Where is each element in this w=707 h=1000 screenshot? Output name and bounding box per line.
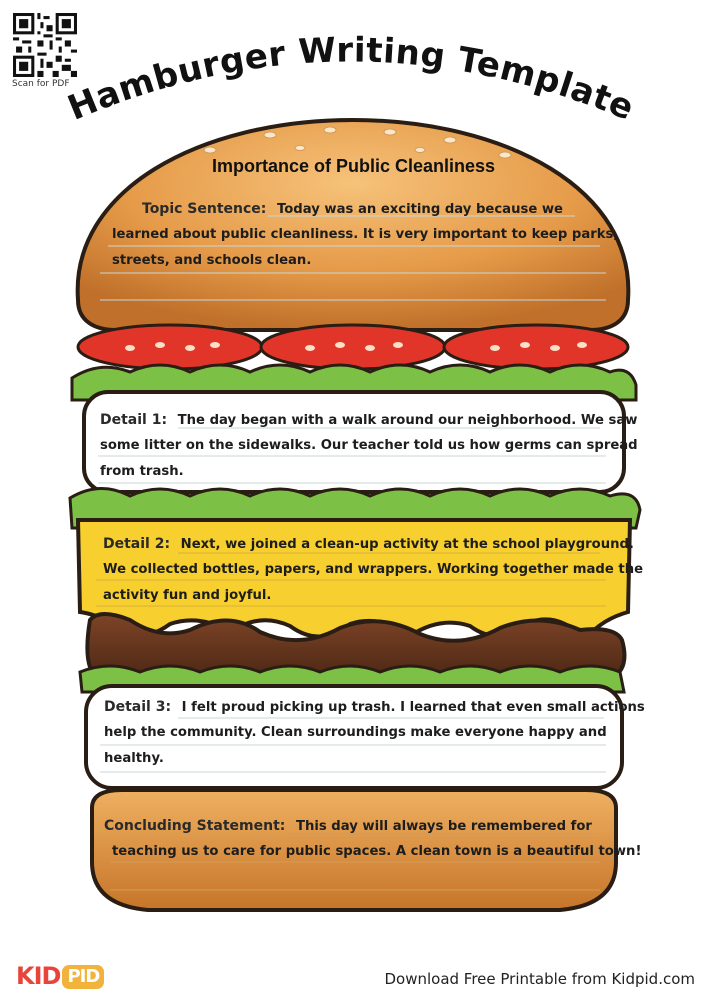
topic-line-3: streets, and schools clean. <box>112 253 312 268</box>
topic-line-1: Today was an exciting day because we <box>277 202 563 217</box>
detail-3-label: Detail 3: <box>104 699 172 715</box>
detail-1-line-3: from trash. <box>100 464 184 479</box>
detail-1-line-1: The day began with a walk around our nei… <box>177 413 638 428</box>
burger-patty <box>85 612 627 680</box>
detail-2-label: Detail 2: <box>103 536 171 552</box>
topic-line-2: learned about public cleanliness. It is … <box>112 227 619 242</box>
topic-sentence-block: Topic Sentence: Today was an exciting da… <box>108 196 618 274</box>
logo-kid: KID <box>16 962 61 990</box>
conclusion-line-2: teaching us to care for public spaces. A… <box>112 844 642 859</box>
detail-2-line-1: Next, we joined a clean-up activity at t… <box>180 537 634 552</box>
topic-heading: Importance of Public Cleanliness <box>211 156 496 176</box>
conclusion-block: Concluding Statement: This day will alwa… <box>104 813 642 865</box>
detail-2-line-3: activity fun and joyful. <box>103 588 272 603</box>
detail-2-block: Detail 2: Next, we joined a clean-up act… <box>103 531 644 609</box>
topic-sentence-label: Topic Sentence: <box>142 201 267 217</box>
detail-3-line-1: I felt proud picking up trash. I learned… <box>181 700 645 715</box>
detail-1-label: Detail 1: <box>100 412 168 428</box>
conclusion-label: Concluding Statement: <box>104 818 286 834</box>
scan-label: Scan for PDF <box>12 79 70 89</box>
tomato-slices <box>76 323 630 371</box>
detail-1-block: Detail 1: The day began with a walk arou… <box>100 407 638 485</box>
detail-2-line-2: We collected bottles, papers, and wrappe… <box>103 562 644 577</box>
detail-3-block: Detail 3: I felt proud picking up trash.… <box>104 694 645 772</box>
detail-3-line-2: help the community. Clean surroundings m… <box>104 725 607 740</box>
bottom-bun <box>90 788 618 912</box>
conclusion-line-1: This day will always be remembered for <box>295 819 592 834</box>
detail-1-line-2: some litter on the sidewalks. Our teache… <box>100 438 638 453</box>
detail-3-line-3: healthy. <box>104 751 164 766</box>
logo-pid: PID <box>62 965 105 989</box>
qr-code-icon[interactable] <box>13 13 77 77</box>
page-title: Hamburger Writing Template <box>62 30 639 128</box>
footer-text: Download Free Printable from Kidpid.com <box>384 970 695 988</box>
